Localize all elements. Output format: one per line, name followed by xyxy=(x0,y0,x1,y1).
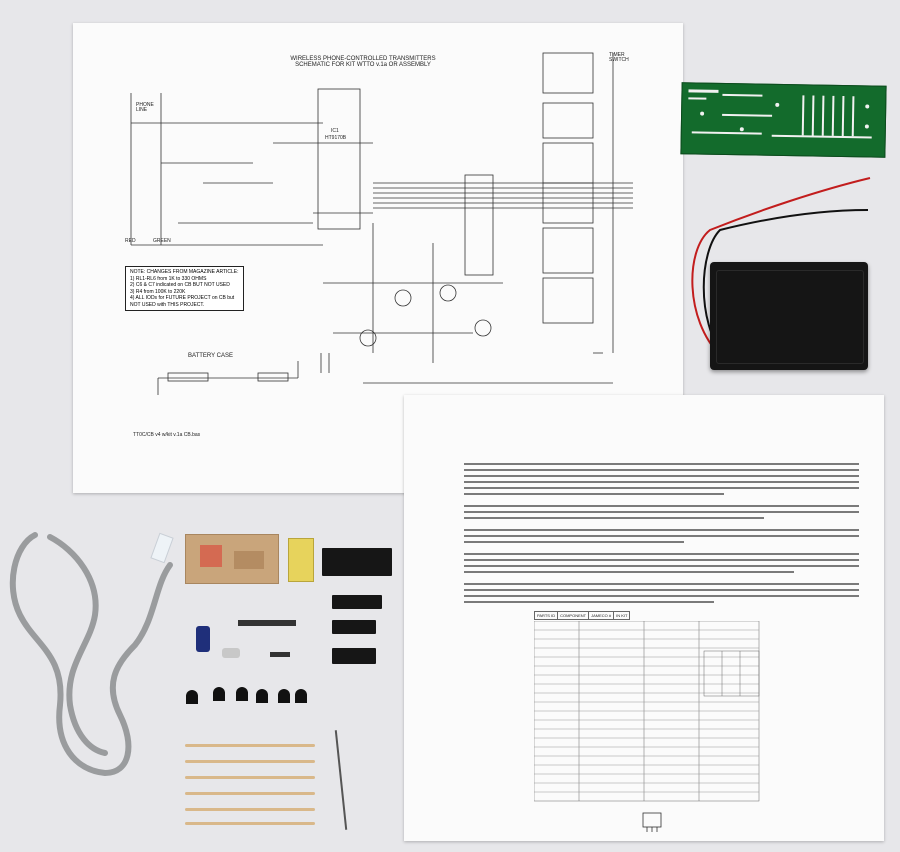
notes-box: NOTE: CHANGES FROM MAGAZINE ARTICLE: 1) … xyxy=(125,266,244,311)
pcb-traces xyxy=(688,89,872,139)
crystal xyxy=(222,648,240,658)
bom-header: JAMECO # xyxy=(588,611,615,620)
timer-switch-label: TIMER SWITCH xyxy=(609,52,629,64)
schematic-footer: TT0C/CB v4 w/kit v.1a CB.bas xyxy=(133,432,201,438)
ic-chip-large xyxy=(322,548,392,576)
note-line: 4) ALL IODs for FUTURE PROJECT on CB but xyxy=(130,295,235,301)
schematic-sheet: WIRELESS PHONE-CONTROLLED TRANSMITTERS S… xyxy=(73,23,683,493)
bom-table: PARTS ID COMPONENT JAMECO # IN KIT xyxy=(533,611,631,620)
resistor xyxy=(185,760,315,763)
note-line: NOTE: CHANGES FROM MAGAZINE ARTICLE: xyxy=(130,269,239,275)
note-line: 1) RL1-RL6 from 1K to 330 OHMS xyxy=(130,275,207,282)
transistor xyxy=(186,690,198,704)
ic-socket-3 xyxy=(332,648,376,664)
resistor xyxy=(185,822,315,825)
note-line: 2) C6 & C7 indicated on CB BUT NOT USED xyxy=(130,282,230,288)
red-wire-label: RED xyxy=(125,238,136,244)
ic-socket-1 xyxy=(332,595,382,609)
pinout-diagram xyxy=(642,812,662,832)
schematic-drawing xyxy=(130,52,633,395)
ic-socket-2 xyxy=(332,620,376,634)
bom-header: COMPONENT xyxy=(557,611,590,620)
schematic-title-line2: SCHEMATIC FOR KIT WTTO v.1a OR ASSEMBLY xyxy=(295,62,431,69)
battery-box-lid xyxy=(716,270,864,364)
phone-line-label: PHONE LINE xyxy=(136,102,154,114)
phone-cord xyxy=(9,532,174,777)
instructions-sheet: PARTS ID COMPONENT JAMECO # IN KIT xyxy=(404,395,884,841)
schematic-title: WIRELESS PHONE-CONTROLLED TRANSMITTERS S… xyxy=(273,56,453,69)
schematic-title-line1: WIRELESS PHONE-CONTROLLED TRANSMITTERS xyxy=(290,56,436,62)
transistor xyxy=(213,687,225,701)
ic1-part-label: HT9170B xyxy=(325,135,347,141)
capacitor-electrolytic xyxy=(196,626,210,652)
diode xyxy=(334,730,348,830)
transistor xyxy=(295,689,307,703)
resistor xyxy=(185,808,315,811)
resistor xyxy=(185,792,315,795)
pcb-strip-fragment xyxy=(185,534,279,584)
pcb-board xyxy=(680,82,887,158)
battery-wires xyxy=(691,177,871,359)
bom-header: PARTS ID xyxy=(533,611,559,620)
bom-table-grid xyxy=(534,621,760,802)
instructions-text-lines xyxy=(464,463,859,603)
terminal-block xyxy=(288,538,314,582)
resistor xyxy=(185,744,315,747)
transistor xyxy=(236,687,248,701)
bom-header: IN KIT xyxy=(613,611,631,620)
note-line: NOT USED with THIS PROJECT. xyxy=(130,301,205,308)
ic1-label: IC1 xyxy=(331,128,339,134)
battery-box xyxy=(710,262,868,370)
pin-header-short xyxy=(270,652,290,657)
transistor xyxy=(256,689,268,703)
transistor xyxy=(278,689,290,703)
green-wire-label: GREEN xyxy=(153,238,171,244)
resistor xyxy=(185,776,315,779)
pin-header-long xyxy=(238,620,296,626)
battery-case-label: BATTERY CASE xyxy=(188,353,234,359)
note-line: 3) R4 from 100K to 220K xyxy=(130,288,186,295)
